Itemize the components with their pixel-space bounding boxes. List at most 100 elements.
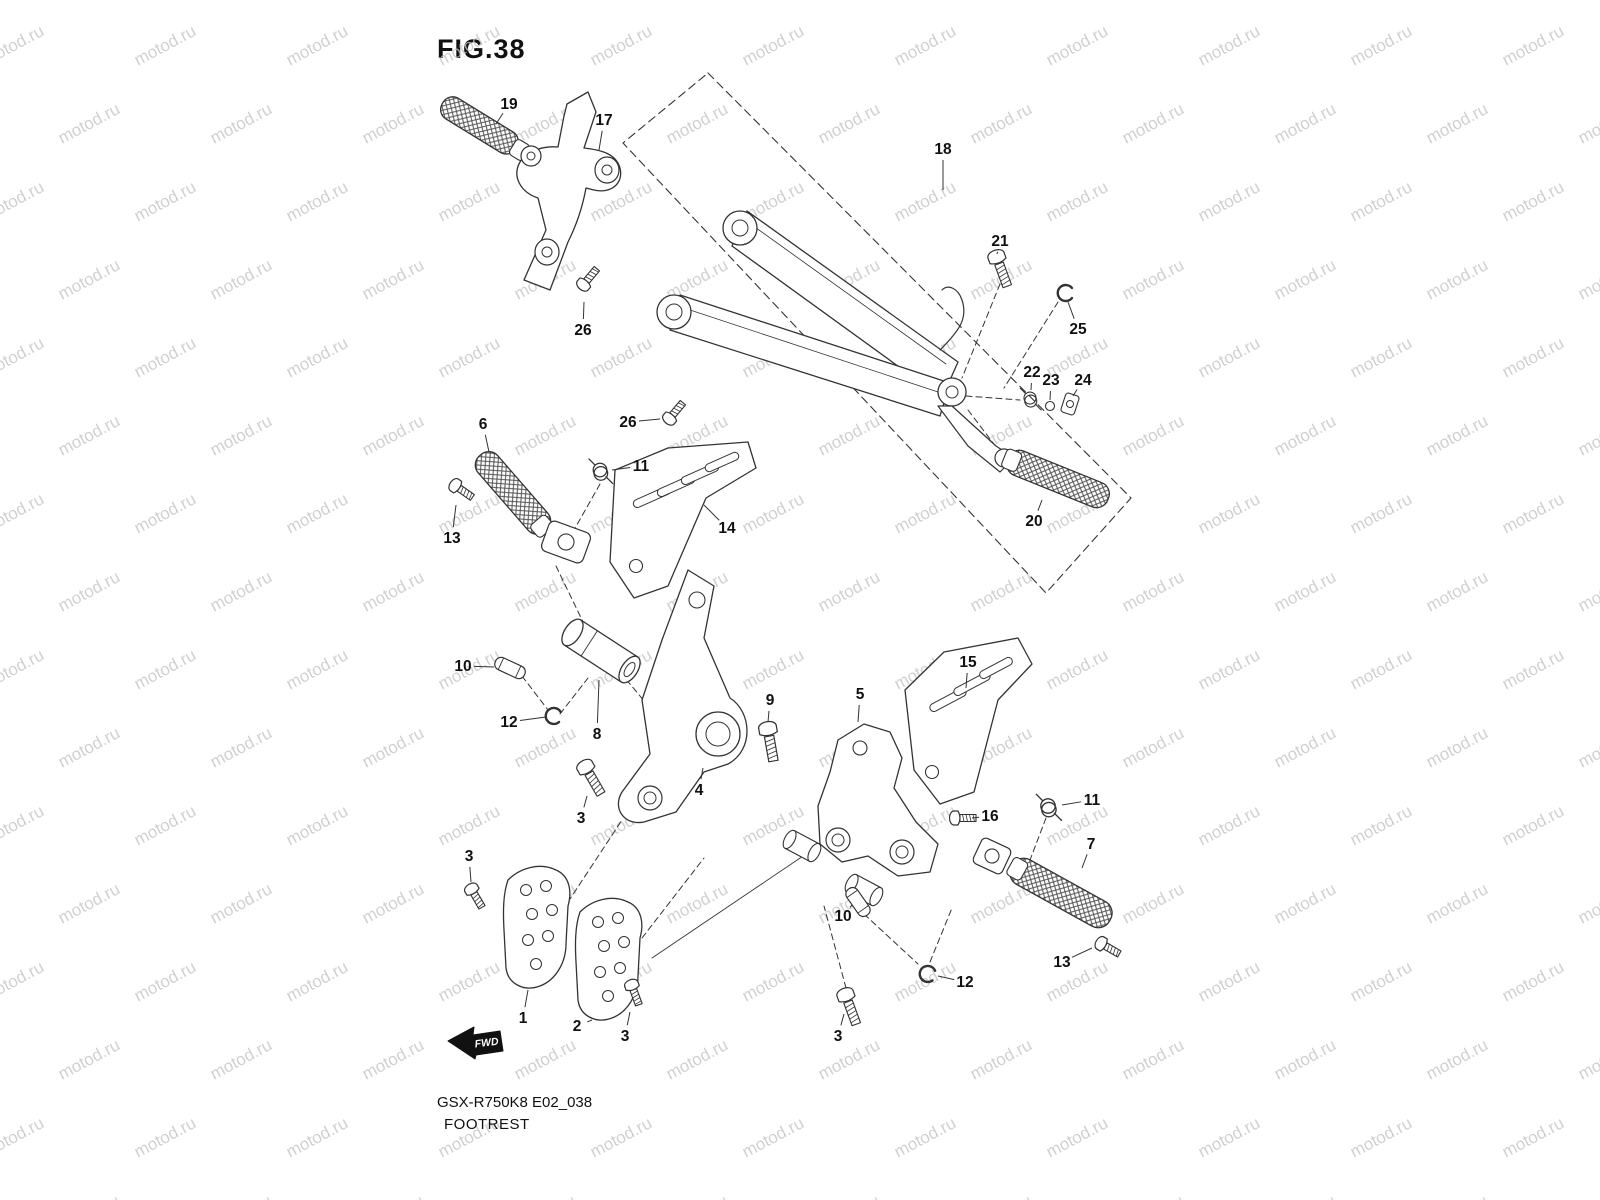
callout-leader-line [996, 251, 999, 255]
part-17-front-bracket [516, 91, 622, 291]
part-2-plate [574, 897, 643, 1021]
watermark-text: motod.ru [1195, 333, 1263, 381]
watermark-text: motod.ru [1195, 489, 1263, 537]
mounting-lines [651, 849, 813, 959]
watermark-text: motod.ru [1423, 723, 1491, 771]
watermark-text: motod.ru [207, 723, 275, 771]
watermark-text: motod.ru [587, 1113, 655, 1161]
watermark-text: motod.ru [207, 99, 275, 147]
bolt-26-front [573, 263, 603, 295]
watermark-text: motod.ru [55, 411, 123, 459]
watermark-text: motod.ru [207, 1191, 275, 1200]
watermark-text: motod.ru [1271, 723, 1339, 771]
part-5-bushing-a [782, 829, 822, 863]
watermark-text: motod.ru [1119, 1035, 1187, 1083]
callout-leader-line [1072, 389, 1078, 397]
watermark-text: motod.ru [131, 801, 199, 849]
watermark-text: motod.ru [131, 957, 199, 1005]
callout-leader-line [840, 1013, 845, 1026]
part-number-callout: 21 [991, 233, 1009, 250]
bolt-13-right [1092, 934, 1124, 961]
watermark-text: motod.ru [359, 879, 427, 927]
callout-leader-line [971, 816, 980, 819]
watermark-text: motod.ru [1271, 99, 1339, 147]
part-number-callout: 7 [1087, 836, 1096, 853]
part-number-callout: 18 [934, 141, 952, 158]
part-number-callout: 23 [1042, 372, 1060, 389]
watermark-text: motod.ru [1347, 645, 1415, 693]
callout-leader-line [596, 679, 600, 724]
part-number-callout: 24 [1074, 372, 1092, 389]
watermark-text: motod.ru [891, 21, 959, 69]
watermark-text: motod.ru [55, 1035, 123, 1083]
watermark-text: motod.ru [1347, 489, 1415, 537]
callout-leader-line [473, 665, 495, 668]
callout-leader-line [1037, 499, 1043, 511]
watermark-text: motod.ru [131, 645, 199, 693]
part-number-callout: 9 [766, 692, 775, 709]
callout-leader-line [965, 672, 968, 689]
part-4-bracket [617, 569, 748, 824]
part-number-callout: 26 [619, 414, 637, 431]
part-number-callout: 15 [959, 654, 977, 671]
watermark-text: motod.ru [1347, 21, 1415, 69]
watermark-text: motod.ru [131, 21, 199, 69]
watermark-text: motod.ru [1423, 567, 1491, 615]
watermark-text: motod.ru [1195, 957, 1263, 1005]
watermark-text: motod.ru [435, 21, 503, 69]
watermark-text: motod.ru [891, 1113, 959, 1161]
watermark-text: motod.ru [283, 645, 351, 693]
watermark-text: motod.ru [1043, 177, 1111, 225]
callout-leader-line [469, 866, 472, 883]
watermark-text: motod.ru [1499, 21, 1567, 69]
watermark-text: motod.ru [283, 489, 351, 537]
watermark-text: motod.ru [207, 879, 275, 927]
watermark-text: motod.ru [435, 957, 503, 1005]
part-18-footrest-bar [656, 210, 1015, 473]
watermark-text: motod.ru [739, 957, 807, 1005]
watermark-text: motod.ru [663, 1191, 731, 1200]
bolt-26-mid [659, 397, 689, 429]
watermark-text: motod.ru [739, 1113, 807, 1161]
watermark-text: motod.ru [207, 1035, 275, 1083]
watermark-text: motod.ru [1119, 255, 1187, 303]
watermark-text: motod.ru [1499, 801, 1567, 849]
watermark-text: motod.ru [511, 567, 579, 615]
watermark-text: motod.ru [1119, 99, 1187, 147]
watermark-text: motod.ru [739, 489, 807, 537]
watermark-text: motod.ru [1119, 567, 1187, 615]
bolt-9 [757, 719, 783, 764]
watermark-text: motod.ru [1575, 1035, 1600, 1083]
assembly-boundary [622, 72, 1132, 594]
washer-23 [1044, 400, 1056, 412]
watermark-text: motod.ru [967, 99, 1035, 147]
part-number-callout: 4 [695, 782, 704, 799]
callout-leader-line [638, 418, 661, 422]
watermark-text: motod.ru [815, 1035, 883, 1083]
watermark-text: motod.ru [0, 21, 47, 69]
watermark-text: motod.ru [891, 177, 959, 225]
watermark-text: motod.ru [1043, 645, 1111, 693]
watermark-text: motod.ru [1119, 723, 1187, 771]
callout-leader-line [626, 1011, 631, 1026]
watermark-text: motod.ru [815, 99, 883, 147]
watermark-text: motod.ru [55, 1191, 123, 1200]
watermark-text: motod.ru [967, 1035, 1035, 1083]
watermark-text: motod.ru [511, 1035, 579, 1083]
watermark-text: motod.ru [1499, 957, 1567, 1005]
callout-leader-line [583, 795, 588, 808]
watermark-text: motod.ru [283, 957, 351, 1005]
watermark-text: motod.ru [55, 99, 123, 147]
part-7-mount-bracket [972, 837, 1012, 875]
callout-leader-line [937, 975, 955, 981]
callout-leader-line [611, 467, 631, 471]
watermark-text: motod.ru [1347, 957, 1415, 1005]
part-number-callout: 6 [479, 416, 488, 433]
watermark-text: motod.ru [207, 255, 275, 303]
callout-leader-line [519, 716, 547, 722]
watermark-text: motod.ru [1347, 801, 1415, 849]
part-number-callout: 14 [718, 520, 736, 537]
callout-leader-line [1061, 801, 1082, 806]
